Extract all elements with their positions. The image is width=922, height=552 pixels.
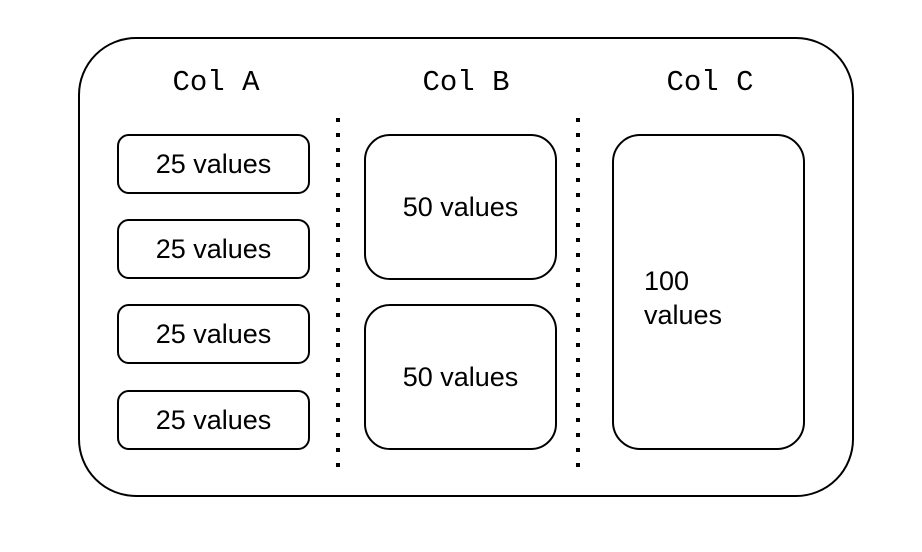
col-c-box: 100 values [612, 134, 805, 450]
col-c-box-label-line-1: 100 [644, 266, 690, 296]
col-b-box-1: 50 values [364, 134, 557, 280]
col-b-box-1-label: 50 values [402, 191, 519, 222]
col-a-box-2: 25 values [117, 219, 310, 279]
col-b-header: Col B [422, 66, 510, 99]
col-a-box-1-label: 25 values [155, 148, 272, 179]
col-a-box-3-label: 25 values [155, 318, 272, 349]
col-a-box-4-label: 25 values [155, 404, 272, 435]
col-a-box-3: 25 values [117, 304, 310, 364]
outer-container [78, 37, 854, 497]
divider-b-c [576, 118, 580, 468]
col-b-box-2-label: 50 values [402, 361, 519, 392]
col-b-box-2: 50 values [364, 304, 557, 450]
col-a-box-2-label: 25 values [155, 233, 272, 264]
divider-a-b [336, 118, 340, 468]
col-a-box-1: 25 values [117, 134, 310, 194]
col-c-header: Col C [666, 66, 754, 99]
col-a-box-4: 25 values [117, 390, 310, 450]
col-c-box-label-line-2: values [644, 300, 723, 330]
col-c-box-label: 100 values [644, 264, 722, 332]
col-a-header: Col A [172, 66, 260, 99]
